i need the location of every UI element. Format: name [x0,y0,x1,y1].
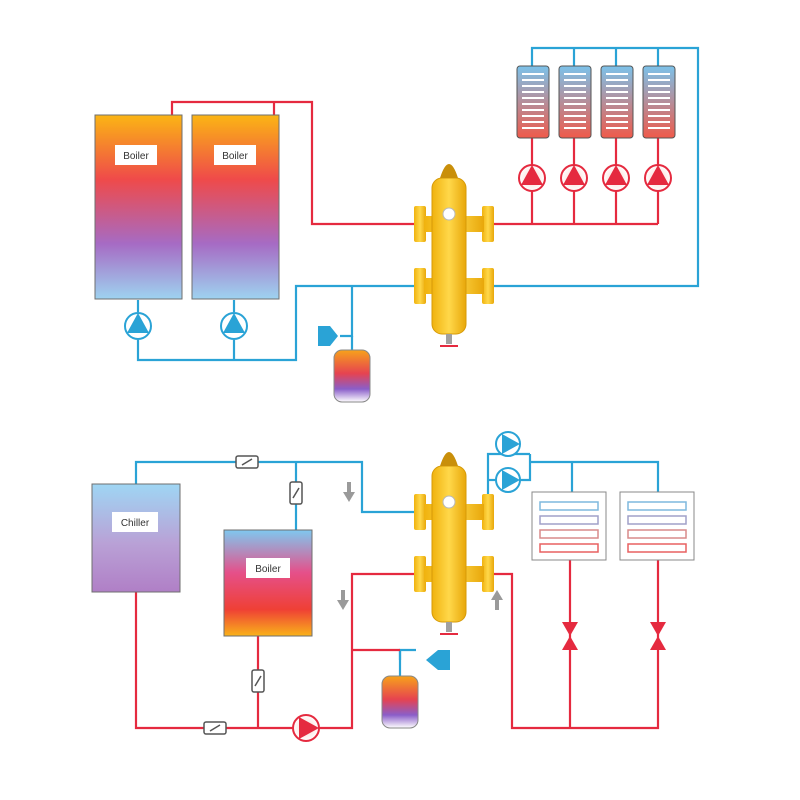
chiller: Chiller [91,483,181,593]
bottom-chiller-supply-pipe [134,460,420,514]
bottom-return-pump-icon [292,714,320,742]
bottom-boiler: Boiler [223,529,313,637]
balancing-valve-1-icon [562,622,578,650]
balancing-valve-2-icon [650,622,666,650]
bottom-return-pipe [134,572,420,730]
bottom-heating-cooling-system: Chiller Boiler [91,431,695,742]
top-boiler-pump-1-icon [124,312,152,340]
bottom-expansion-tank [381,675,419,729]
top-return-pipe [136,284,420,362]
top-radiators [516,65,676,139]
radiator-3-icon [600,65,634,139]
panel-unit-1-icon [531,491,607,561]
bottom-load-return-pipe [488,560,660,730]
check-valve-icon [203,721,227,735]
top-boiler-1: Boiler [94,114,183,300]
top-boiler-2-label: Boiler [222,151,248,162]
flow-arrow-up-icon [491,590,503,610]
top-fill-valve-icon [318,326,338,346]
top-heating-system: Boiler Boiler [94,46,700,403]
bottom-load-pump-2-icon [495,467,521,493]
top-boiler-1-label: Boiler [123,151,149,162]
bottom-load-pump-1-icon [495,431,521,457]
radiator-pump-3-icon [602,164,630,192]
radiator-4-icon [642,65,676,139]
check-valve-icon [235,455,259,469]
top-hydraulic-separator [414,164,494,347]
radiator-pump-4-icon [644,164,672,192]
radiator-pump-1-icon [518,164,546,192]
bottom-boiler-label: Boiler [255,564,281,575]
flow-arrow-down-icon [337,590,349,610]
check-valve-icon [251,669,265,693]
bottom-fill-valve-icon [426,650,450,670]
top-boiler-pump-2-icon [220,312,248,340]
radiator-1-icon [516,65,550,139]
top-load-return-pipe [488,46,700,288]
flow-arrow-down-icon [343,482,355,502]
radiator-2-icon [558,65,592,139]
top-boiler-supply-pipe [170,100,420,226]
bottom-hydraulic-separator [414,452,494,635]
radiator-pump-2-icon [560,164,588,192]
panel-unit-2-icon [619,491,695,561]
check-valve-icon [289,481,303,505]
top-boiler-2: Boiler [191,114,280,300]
chiller-label: Chiller [121,518,150,529]
top-expansion-tank [333,349,371,403]
